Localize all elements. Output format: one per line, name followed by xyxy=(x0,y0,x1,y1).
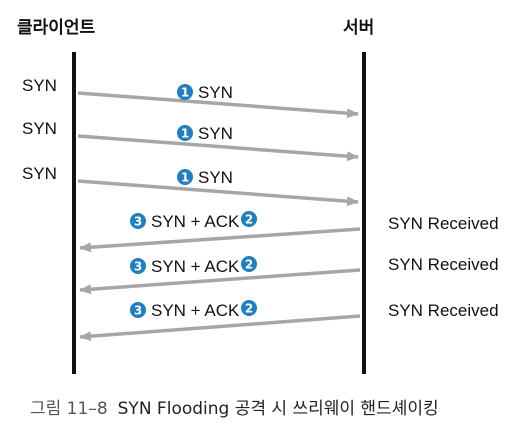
message-label: SYN xyxy=(198,124,233,143)
svg-text:3: 3 xyxy=(134,260,142,274)
server-title: 서버 xyxy=(343,18,374,38)
figure-title: SYN Flooding 공격 시 쓰리웨이 핸드셰이킹 xyxy=(118,399,439,419)
message-label: SYN + ACK xyxy=(151,257,240,276)
step-badge-2: 2 xyxy=(241,300,257,316)
step-badge-2: 2 xyxy=(241,256,257,272)
message-row: 1 SYN SYN xyxy=(22,119,359,162)
svg-text:2: 2 xyxy=(245,213,253,227)
step-badge-1: 1 xyxy=(177,125,193,141)
syn-arrow xyxy=(77,91,359,119)
syn-ack-arrow xyxy=(79,268,361,295)
step-badge-3: 3 xyxy=(130,302,146,318)
svg-text:1: 1 xyxy=(181,171,189,185)
figure-caption: 그림 11–8 SYN Flooding 공격 시 쓰리웨이 핸드셰이킹 xyxy=(30,399,439,419)
svg-text:3: 3 xyxy=(134,215,142,229)
client-state-label: SYN xyxy=(22,164,57,183)
message-label: SYN + ACK xyxy=(151,212,240,231)
step-badge-2: 2 xyxy=(241,211,257,227)
svg-text:1: 1 xyxy=(181,127,189,141)
svg-text:2: 2 xyxy=(245,302,253,316)
step-badge-1: 1 xyxy=(177,84,193,100)
client-state-label: SYN xyxy=(22,76,57,95)
client-state-label: SYN xyxy=(22,119,57,138)
message-row: 3 SYN + ACK 2 SYN Received xyxy=(79,211,499,253)
svg-text:2: 2 xyxy=(245,258,253,272)
message-row: 3 SYN + ACK 2 SYN Received xyxy=(79,300,499,342)
syn-ack-arrow xyxy=(79,227,361,253)
step-badge-3: 3 xyxy=(130,213,146,229)
message-row: 3 SYN + ACK 2 SYN Received xyxy=(79,255,499,295)
server-state-label: SYN Received xyxy=(388,214,499,233)
client-title: 클라이언트 xyxy=(17,18,96,38)
message-label: SYN xyxy=(198,168,233,187)
message-row: 1 SYN SYN xyxy=(22,76,359,119)
syn-arrow xyxy=(77,179,359,207)
svg-text:3: 3 xyxy=(134,304,142,318)
server-state-label: SYN Received xyxy=(388,255,499,274)
message-row: 1 SYN SYN xyxy=(22,164,359,207)
step-badge-1: 1 xyxy=(177,169,193,185)
message-label: SYN xyxy=(198,83,233,102)
svg-text:1: 1 xyxy=(181,86,189,100)
server-state-label: SYN Received xyxy=(388,301,499,320)
syn-arrow xyxy=(77,134,359,162)
figure-number: 그림 11–8 xyxy=(30,399,108,419)
syn-ack-arrow xyxy=(79,314,361,342)
step-badge-3: 3 xyxy=(130,258,146,274)
message-label: SYN + ACK xyxy=(151,301,240,320)
